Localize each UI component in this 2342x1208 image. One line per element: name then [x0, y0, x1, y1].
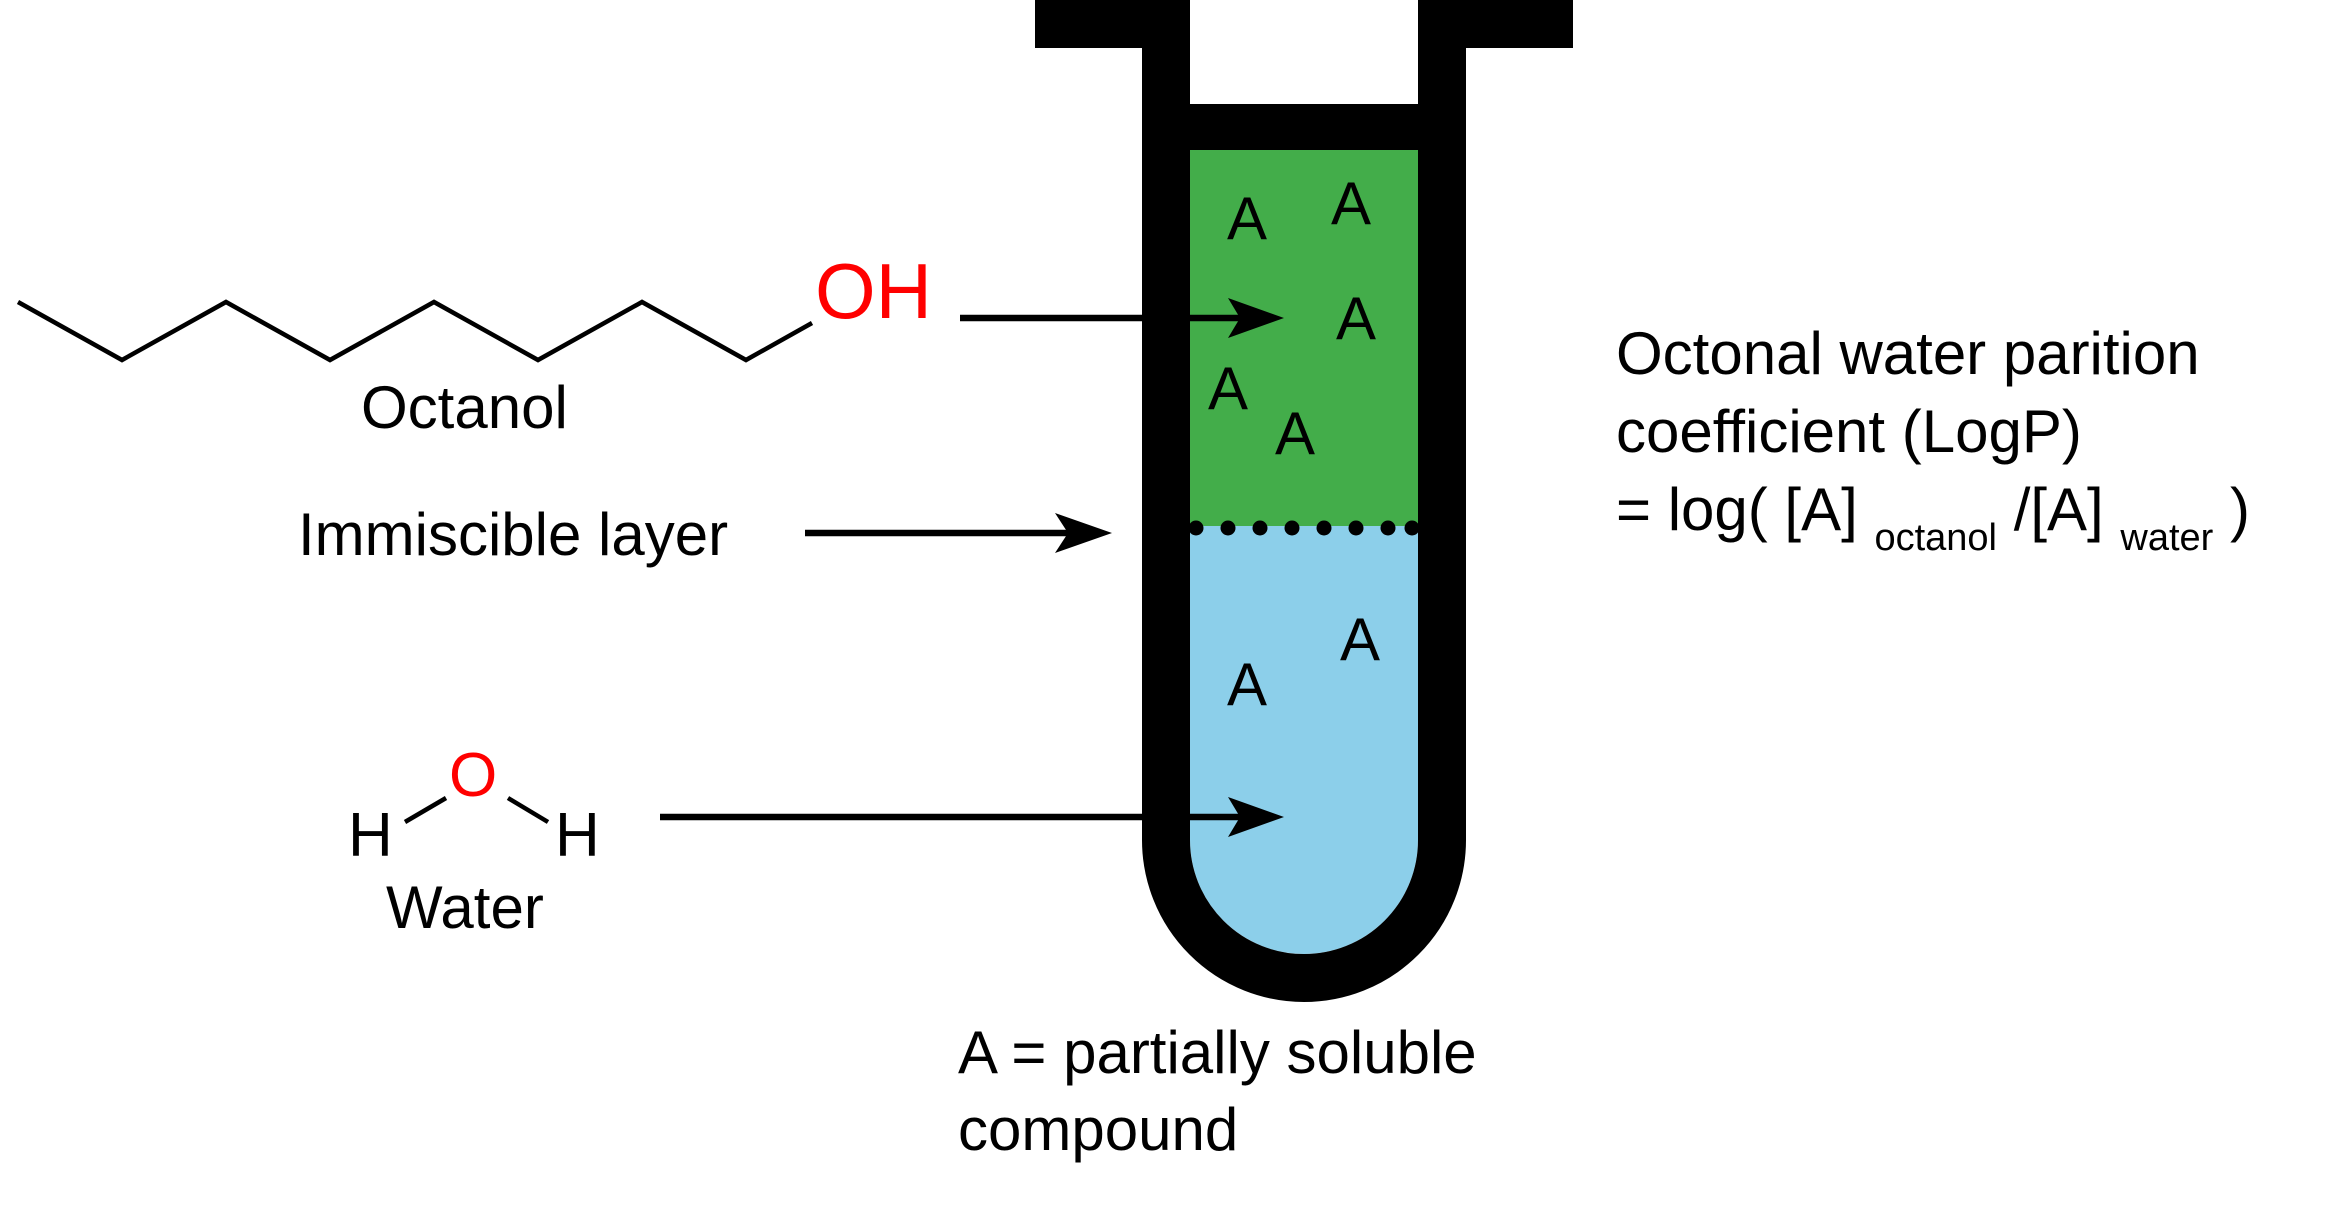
compound-a-water-2: A [1340, 606, 1380, 673]
equation-line-3: = log( [A] octanol /[A] water ) [1616, 476, 2250, 563]
immiscible-layer-label: Immiscible layer [298, 501, 728, 568]
equation-line-2: coefficient (LogP) [1616, 398, 2082, 465]
compound-a-octanol-1: A [1227, 185, 1267, 252]
test-tube [1035, 0, 1573, 1002]
tube-meniscus-line [1190, 104, 1418, 150]
water-structure: O H H Water [348, 741, 600, 941]
compound-a-octanol-3: A [1336, 285, 1376, 352]
compound-legend: A = partially soluble compound [958, 1019, 1477, 1163]
immiscible-arrow-head [1055, 513, 1112, 553]
equation-mid: /[A] [2014, 476, 2104, 543]
equation-sub-water: water [2119, 517, 2213, 559]
water-bond-right [506, 796, 550, 824]
equation-prefix: = log( [A] [1616, 476, 1858, 543]
water-o-label: O [449, 741, 497, 810]
immiscible-interface-dots [1188, 520, 1420, 536]
logp-equation: Octonal water parition coefficient (LogP… [1616, 320, 2250, 563]
water-bond-left [403, 796, 448, 824]
water-h-left-label: H [348, 801, 393, 870]
octanol-carbon-chain [16, 299, 814, 363]
octanol-name-label: Octanol [361, 374, 568, 441]
water-arrow-head [1228, 797, 1284, 837]
compound-molecules: A A A A A A A [1208, 170, 1380, 718]
water-name-label: Water [386, 874, 544, 941]
compound-legend-line-2: compound [958, 1096, 1238, 1163]
tube-wall [1142, 0, 1466, 1002]
compound-a-octanol-4: A [1208, 355, 1248, 422]
compound-a-water-1: A [1227, 651, 1267, 718]
immiscible-arrow [805, 513, 1112, 553]
equation-suffix: ) [2230, 476, 2250, 543]
equation-sub-octanol: octanol [1874, 517, 1997, 559]
equation-line-1: Octonal water parition [1616, 320, 2200, 387]
octanol-oh-label: OH [815, 247, 932, 335]
octanol-structure: OH Octanol [16, 247, 932, 441]
water-arrow [660, 797, 1284, 837]
water-h-right-label: H [555, 801, 600, 870]
compound-a-octanol-2: A [1331, 170, 1371, 237]
water-layer [1190, 526, 1418, 954]
compound-a-octanol-5: A [1275, 400, 1315, 467]
octanol-arrow [960, 298, 1284, 338]
octanol-arrow-head [1228, 298, 1284, 338]
compound-legend-line-1: A = partially soluble [958, 1019, 1477, 1086]
octanol-layer [1190, 150, 1418, 526]
